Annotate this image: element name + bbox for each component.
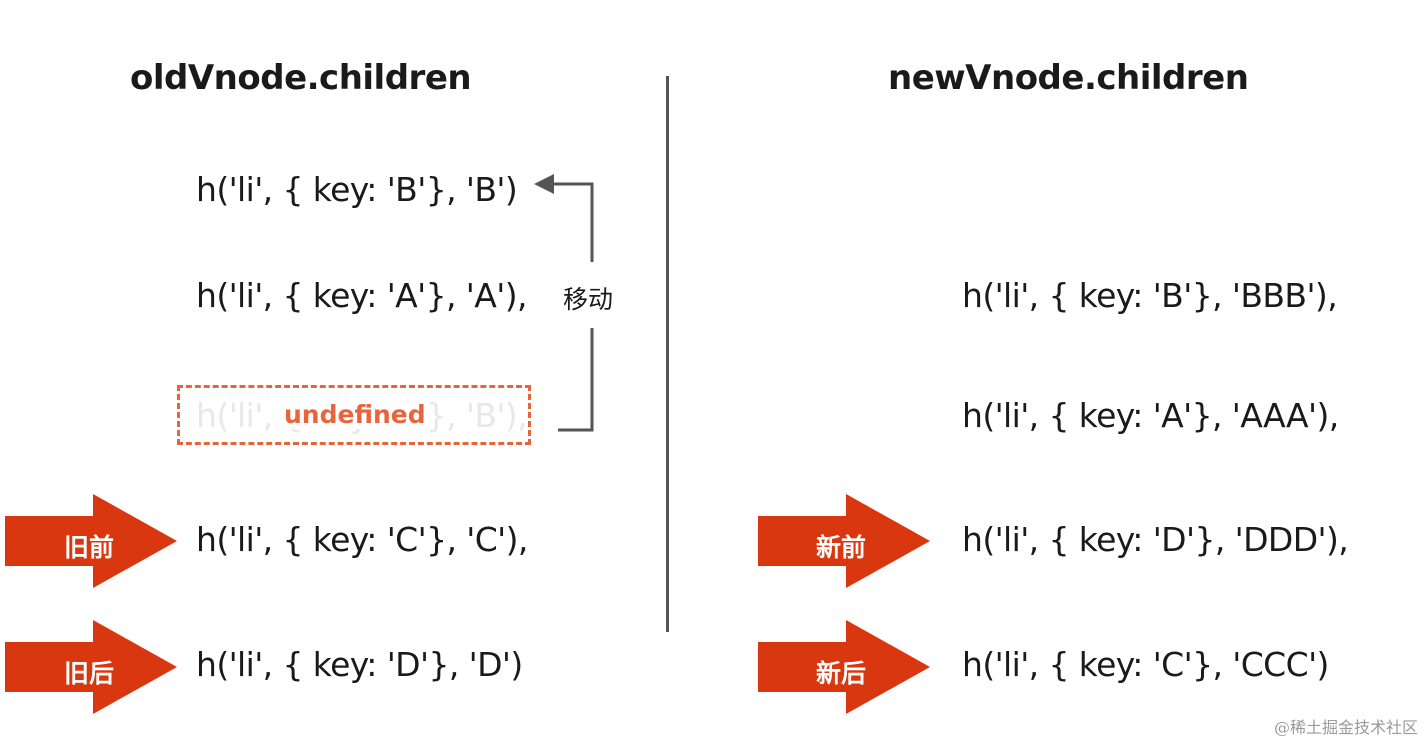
new-end-pointer-arrow: [758, 620, 930, 714]
undefined-slot-box: [177, 385, 531, 445]
new-children-title: newVnode.children: [888, 58, 1249, 98]
old-end-pointer-arrow: [5, 620, 177, 714]
move-label: 移动: [563, 285, 614, 314]
old-start-pointer-arrow: [5, 494, 177, 588]
new-start-pointer-arrow: [758, 494, 930, 588]
new-child-d: h('li', { key: 'D'}, 'DDD'),: [962, 520, 1349, 559]
new-end-pointer-label: 新后: [816, 659, 867, 688]
center-divider: [666, 76, 669, 632]
old-start-pointer-label: 旧前: [64, 533, 115, 562]
old-end-pointer-label: 旧后: [64, 659, 115, 688]
old-children-title: oldVnode.children: [130, 58, 472, 98]
old-child-b-moved: h('li', { key: 'B'}, 'B'): [196, 170, 518, 209]
old-child-a: h('li', { key: 'A'}, 'A'),: [196, 276, 527, 315]
undefined-label: undefined: [280, 400, 430, 429]
new-start-pointer-label: 新前: [816, 533, 867, 562]
new-child-c: h('li', { key: 'C'}, 'CCC'): [962, 645, 1329, 684]
old-child-c: h('li', { key: 'C'}, 'C'),: [196, 520, 528, 559]
new-child-a: h('li', { key: 'A'}, 'AAA'),: [962, 396, 1339, 435]
new-child-b: h('li', { key: 'B'}, 'BBB'),: [962, 276, 1338, 315]
watermark: @稀土掘金技术社区: [1273, 718, 1418, 737]
old-child-d: h('li', { key: 'D'}, 'D'): [196, 645, 523, 684]
